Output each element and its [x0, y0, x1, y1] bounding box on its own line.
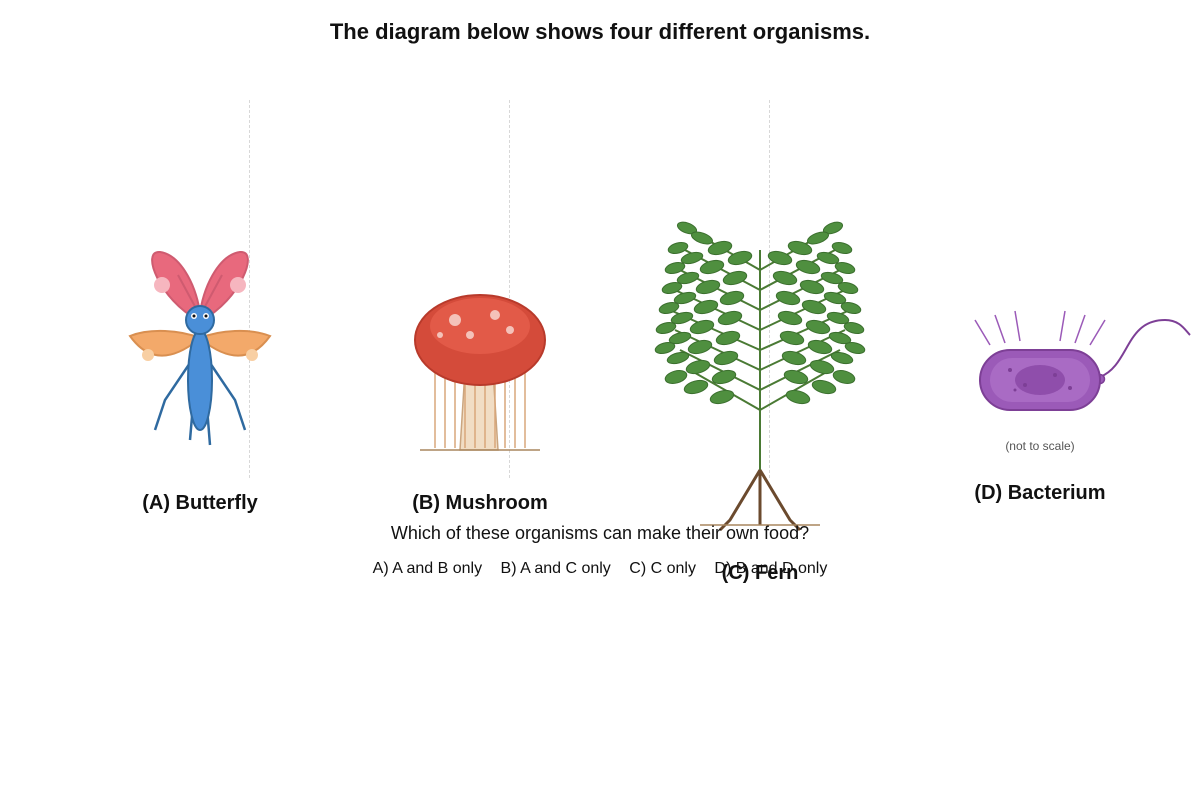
organism-label-mushroom: (B) Mushroom	[412, 492, 548, 514]
scale-note: (not to scale)	[1005, 439, 1075, 453]
option-d[interactable]: D) B and D only	[714, 560, 828, 577]
organism-label-butterfly: (A) Butterfly	[142, 492, 258, 514]
option-b[interactable]: B) A and C only	[500, 560, 611, 577]
organism-label-fern: (C) Fern	[721, 562, 799, 584]
organism-label-bacterium: (D) Bacterium	[974, 482, 1106, 504]
mushroom-icon	[414, 294, 546, 451]
option-a[interactable]: A) A and B only	[372, 560, 483, 577]
question-text: Which of these organisms can make their …	[390, 523, 810, 543]
fern-icon	[654, 221, 866, 532]
page-title: The diagram below shows four different o…	[329, 19, 871, 44]
answer-options: A) A and B only B) A and C only C) C onl…	[0, 560, 1200, 578]
option-c[interactable]: C) C only	[629, 560, 696, 577]
guide-line	[509, 100, 510, 478]
butterfly-icon	[128, 250, 272, 446]
bacterium-icon	[974, 310, 1191, 411]
guide-line	[769, 100, 770, 478]
guide-line	[249, 100, 250, 478]
